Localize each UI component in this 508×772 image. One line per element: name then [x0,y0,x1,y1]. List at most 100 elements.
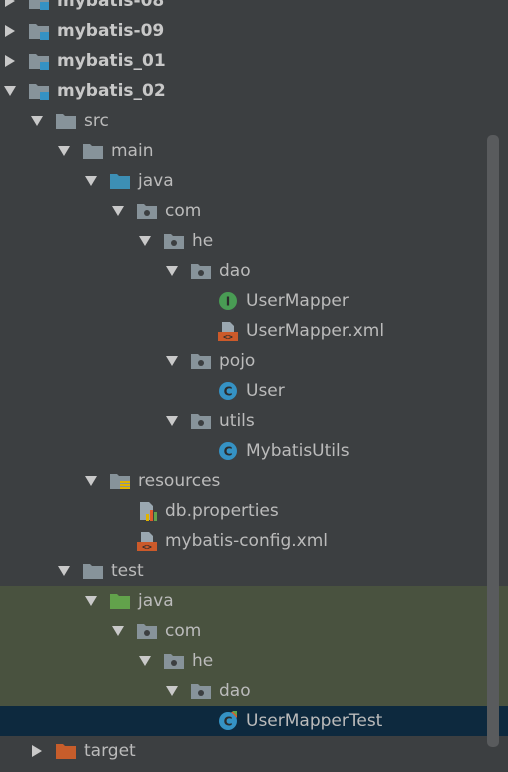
collapse-arrow-icon[interactable] [109,616,127,646]
tree-row[interactable]: he [0,646,508,676]
collapse-arrow-icon[interactable] [163,256,181,286]
tree-row[interactable]: mybatis_01 [0,46,508,76]
folder-icon [55,111,77,131]
svg-text:I: I [226,295,230,309]
collapse-arrow-icon[interactable] [82,166,100,196]
tree-row[interactable]: com [0,196,508,226]
tree-item-label: target [84,741,136,761]
tree-row[interactable]: utils [0,406,508,436]
tree-item-label: UserMapperTest [246,711,383,731]
collapse-arrow-icon[interactable] [28,106,46,136]
collapse-arrow-icon[interactable] [55,556,73,586]
package-icon [136,621,158,641]
collapse-arrow-icon[interactable] [163,406,181,436]
tree-row[interactable]: src [0,106,508,136]
tree-item-label: resources [138,471,221,491]
tree-row[interactable]: he [0,226,508,256]
class-icon: C [217,381,239,401]
svg-text:C: C [224,715,233,729]
properties-file-icon [136,501,158,521]
test-class-icon: C [217,711,239,731]
tree-row[interactable]: java [0,586,508,616]
tree-row[interactable]: C MybatisUtils [0,436,508,466]
tree-item-label: mybatis-09 [57,21,165,41]
interface-icon: I [217,291,239,311]
tree-item-label: MybatisUtils [246,441,350,461]
tree-row[interactable]: pojo [0,346,508,376]
class-icon: C [217,441,239,461]
test-folder-icon [109,591,131,611]
tree-row[interactable]: dao [0,256,508,286]
expand-arrow-icon[interactable] [28,736,46,766]
expand-arrow-icon[interactable] [1,0,19,16]
tree-row[interactable]: target [0,736,508,766]
xml-file-icon: <> [217,321,239,342]
tree-item-label: mybatis_01 [57,51,166,71]
tree-row[interactable]: mybatis-08 [0,0,508,16]
tree-row[interactable]: java [0,166,508,196]
svg-text:<>: <> [223,333,233,342]
module-folder-icon [28,0,50,11]
collapse-arrow-icon[interactable] [55,136,73,166]
tree-row[interactable]: dao [0,676,508,706]
tree-item-label: com [165,201,202,221]
package-icon [136,201,158,221]
tree-row[interactable]: mybatis-09 [0,16,508,46]
tree-row[interactable]: db.properties [0,496,508,526]
package-icon [163,231,185,251]
tree-row[interactable]: I UserMapper [0,286,508,316]
package-icon [190,411,212,431]
source-folder-icon [109,171,131,191]
expand-arrow-icon[interactable] [1,46,19,76]
svg-text:C: C [224,385,233,399]
module-folder-icon [28,81,50,101]
module-folder-icon [28,21,50,41]
vertical-scrollbar[interactable] [487,135,499,747]
tree-row[interactable]: C UserMapperTest [0,706,508,736]
tree-item-label: pojo [219,351,256,371]
tree-row[interactable]: com [0,616,508,646]
tree-item-label: dao [219,681,251,701]
package-icon [190,351,212,371]
module-folder-icon [28,51,50,71]
tree-item-label: utils [219,411,255,431]
tree-item-label: mybatis-08 [57,0,165,11]
tree-item-label: java [138,171,174,191]
tree-item-label: he [192,651,214,671]
tree-row[interactable]: resources [0,466,508,496]
folder-icon [82,561,104,581]
collapse-arrow-icon[interactable] [1,76,19,106]
tree-item-label: mybatis_02 [57,81,166,101]
tree-item-label: db.properties [165,501,279,521]
tree-row[interactable]: main [0,136,508,166]
collapse-arrow-icon[interactable] [136,646,154,676]
tree-item-label: test [111,561,144,581]
collapse-arrow-icon[interactable] [163,676,181,706]
tree-item-label: UserMapper [246,291,349,311]
collapse-arrow-icon[interactable] [109,196,127,226]
collapse-arrow-icon[interactable] [136,226,154,256]
tree-row[interactable]: <> UserMapper.xml [0,316,508,346]
package-icon [163,651,185,671]
folder-icon [82,141,104,161]
tree-item-label: src [84,111,109,131]
xml-file-icon: <> [136,531,158,552]
svg-text:C: C [224,445,233,459]
tree-row[interactable]: test [0,556,508,586]
tree-item-label: main [111,141,154,161]
tree-row[interactable]: <>mybatis-config.xml [0,526,508,556]
tree-item-label: UserMapper.xml [246,321,385,341]
svg-text:<>: <> [142,543,152,552]
tree-item-label: java [138,591,174,611]
collapse-arrow-icon[interactable] [82,586,100,616]
expand-arrow-icon[interactable] [1,16,19,46]
excluded-folder-icon [55,741,77,761]
collapse-arrow-icon[interactable] [163,346,181,376]
resources-folder-icon [109,471,131,491]
collapse-arrow-icon[interactable] [82,466,100,496]
tree-row[interactable]: mybatis_02 [0,76,508,106]
tree-item-label: he [192,231,214,251]
tree-item-label: com [165,621,202,641]
